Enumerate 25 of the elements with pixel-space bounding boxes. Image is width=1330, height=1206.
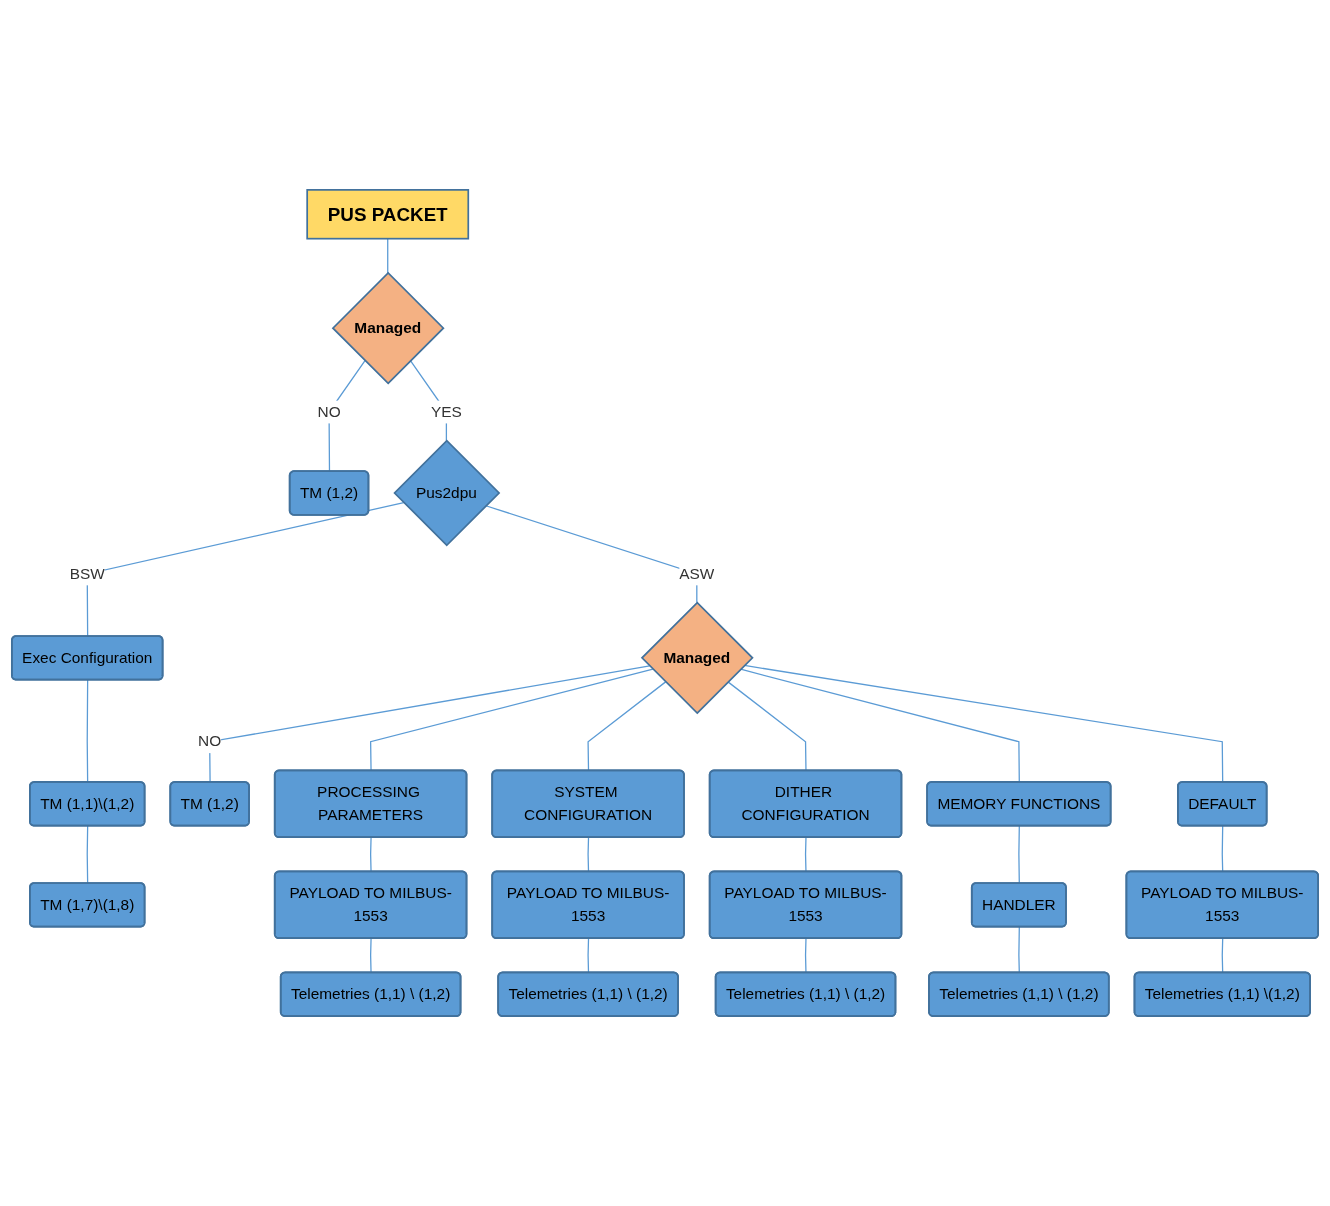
connector	[1018, 926, 1020, 974]
edge-label: NO	[198, 732, 222, 750]
edge-label: ASW	[679, 564, 715, 583]
node-diamond: Managed	[640, 601, 754, 715]
connector	[370, 668, 654, 772]
connector	[587, 681, 667, 772]
connector	[370, 938, 372, 974]
connector	[86, 825, 89, 885]
connector	[387, 238, 389, 274]
connector	[804, 837, 807, 873]
connector	[328, 360, 366, 473]
edge-label: NO	[317, 403, 341, 421]
connector	[587, 938, 590, 974]
node-box: PUS PACKET	[306, 189, 470, 240]
node-diamond: Pus2dpu	[393, 439, 501, 547]
connector	[1221, 825, 1224, 873]
connector	[1221, 938, 1224, 974]
edge-label: BSW	[69, 564, 105, 583]
edge-label: YES	[430, 403, 462, 421]
connector	[727, 681, 807, 772]
connector	[804, 938, 807, 974]
node-diamond: Managed	[331, 271, 445, 385]
connector	[1018, 825, 1020, 885]
connector	[370, 837, 372, 873]
connector	[587, 837, 590, 873]
